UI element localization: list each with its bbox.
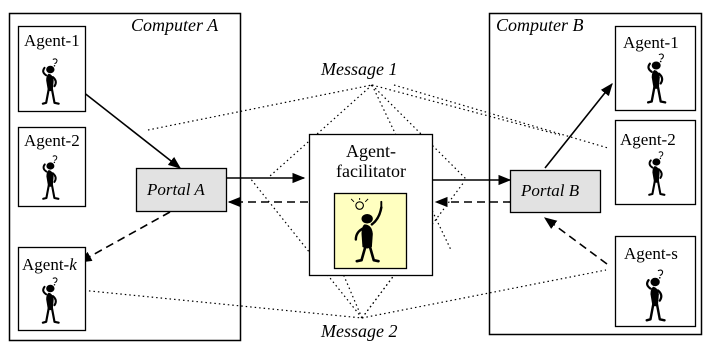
agent-name-suffix: 2 [667, 130, 676, 149]
solid-arrows [77, 82, 613, 186]
agent-name-suffix: 1 [71, 31, 80, 50]
dashed-arrows [78, 196, 608, 265]
facilitator-label-line2: facilitator [336, 161, 406, 181]
agent-name-prefix: Agent- [623, 33, 671, 52]
portal-a-box [135, 167, 228, 213]
agent-right-2-label: Agent-2 [620, 130, 676, 150]
agent-left-2-label: Agent-2 [24, 131, 80, 151]
facilitator-label: Agent- facilitator [318, 141, 424, 181]
agent-box-left-2 [17, 126, 87, 208]
agent-left-k-label: Agent-k [22, 255, 77, 275]
message-1-label: Message 1 [321, 59, 398, 79]
computer-a-frame [8, 12, 242, 342]
computer-b-title: Computer B [496, 15, 584, 35]
agent-box-right-1 [614, 25, 697, 112]
computer-a-title: Computer A [131, 15, 219, 35]
portal-b-label: Portal B [521, 181, 580, 200]
message-2-label: Message 2 [321, 321, 398, 341]
portal-b-box [509, 169, 602, 214]
agent-name-suffix: 2 [71, 131, 80, 150]
agent-name-suffix: 1 [670, 33, 679, 52]
agent-name-prefix: Agent- [24, 31, 72, 50]
agent-name-prefix: Agent- [620, 130, 668, 149]
computer-b-frame [488, 12, 703, 336]
facilitator-label-line1: Agent- [346, 141, 396, 161]
agent-name-suffix: s [671, 244, 678, 263]
portal-a-label: Portal A [147, 180, 205, 199]
agent-name-prefix: Agent- [624, 244, 672, 263]
agent-right-1-label: Agent-1 [623, 33, 679, 53]
agent-name-prefix: Agent- [22, 255, 70, 274]
agent-name-prefix: Agent- [24, 131, 72, 150]
agent-right-s-label: Agent-s [624, 244, 678, 264]
agent-left-1-label: Agent-1 [24, 31, 80, 51]
agent-name-suffix: k [69, 255, 77, 274]
